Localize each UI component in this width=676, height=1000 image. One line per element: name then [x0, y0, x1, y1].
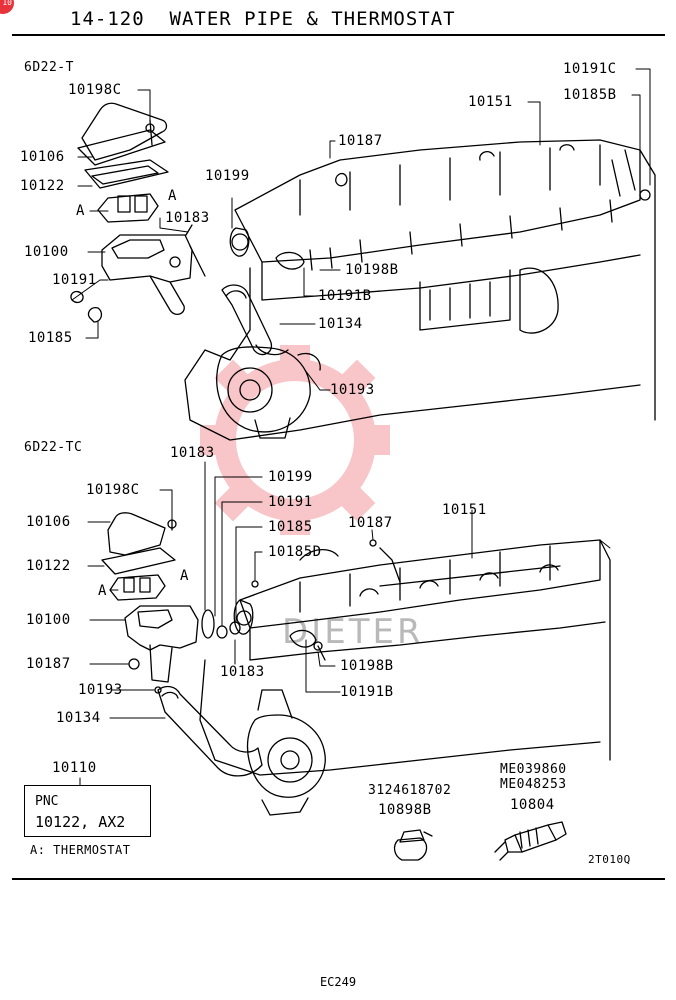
part-label: 10198C	[86, 482, 140, 498]
part-label: 10199	[268, 469, 313, 485]
sensor-10804-icon	[494, 821, 567, 861]
part-label: 10187	[26, 656, 71, 672]
upper-water-pump	[216, 346, 321, 439]
upper-engine-block	[184, 139, 656, 441]
lower-water-pipe	[154, 685, 263, 777]
part-label: 10198B	[340, 658, 394, 674]
part-label: 10191B	[318, 288, 372, 304]
plug-10898b-icon	[393, 829, 433, 861]
part-label-thermostat: A	[180, 568, 189, 584]
part-label: 10191C	[563, 61, 617, 77]
part-number: ME048253	[500, 777, 567, 792]
variant-label-6d22-t: 6D22-T	[24, 60, 74, 75]
part-label: 10151	[442, 502, 487, 518]
part-label: 10804	[510, 797, 555, 813]
part-label-thermostat: A	[168, 188, 177, 204]
page-footer: EC249	[319, 975, 357, 989]
part-label: 10134	[56, 710, 101, 726]
part-label: 10193	[330, 382, 375, 398]
part-label: 10199	[205, 168, 250, 184]
part-label: 10191	[268, 494, 313, 510]
top-rule	[12, 34, 665, 36]
pnc-value: 10122, AX2	[35, 813, 126, 831]
part-label: 10185D	[268, 544, 322, 560]
leaders-upper	[71, 68, 651, 391]
part-label: 10193	[78, 682, 123, 698]
part-label: 10100	[26, 612, 71, 628]
legend-thermostat: A: THERMOSTAT	[30, 843, 131, 857]
part-label: 10106	[20, 149, 65, 165]
part-label: 10122	[26, 558, 71, 574]
part-label: 10100	[24, 244, 69, 260]
watermark-gear-icon	[200, 345, 390, 535]
part-number: 3124618702	[368, 783, 452, 798]
drawing-code: 2T010Q	[588, 853, 631, 866]
pnc-label: PNC	[35, 794, 59, 809]
part-label: 10183	[165, 210, 210, 226]
leaders-lower	[79, 461, 611, 786]
part-label: 10151	[468, 94, 513, 110]
pnc-number: 10110	[52, 760, 97, 776]
corner-badge: 10	[0, 0, 14, 14]
part-label: 10191	[52, 272, 97, 288]
part-label-thermostat: A	[98, 583, 107, 599]
page-title: 14-120 WATER PIPE & THERMOSTAT	[70, 8, 456, 30]
part-label: 10187	[348, 515, 393, 531]
lower-engine-block	[199, 539, 611, 776]
part-label-thermostat: A	[76, 203, 85, 219]
part-label: 10134	[318, 316, 363, 332]
part-label: 10106	[26, 514, 71, 530]
upper-water-pipe	[221, 284, 289, 356]
part-label: 10185B	[563, 87, 617, 103]
part-label: 10191B	[340, 684, 394, 700]
part-label: 10898B	[378, 802, 432, 818]
part-label: 10198B	[345, 262, 399, 278]
upper-thermostat-housing	[70, 102, 206, 323]
part-label: 10183	[220, 664, 265, 680]
part-label: 10185	[268, 519, 313, 535]
part-label: 10122	[20, 178, 65, 194]
part-number: ME039860	[500, 762, 567, 777]
part-label: 10198C	[68, 82, 122, 98]
part-label: 10183	[170, 445, 215, 461]
pnc-box: PNC 10122, AX2	[24, 785, 151, 837]
variant-label-6d22-tc: 6D22-TC	[24, 440, 83, 455]
part-label: 10187	[338, 133, 383, 149]
part-label: 10185	[28, 330, 73, 346]
lower-thermostat-housing	[101, 512, 377, 683]
lower-water-pump	[246, 689, 326, 816]
bottom-rule	[12, 878, 665, 880]
